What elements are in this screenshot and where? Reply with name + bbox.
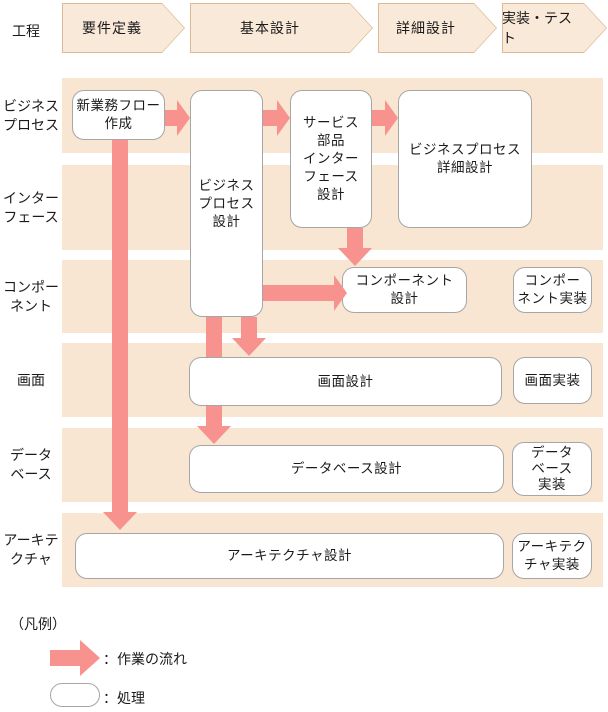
flow-arrow-service-to-bpdetail <box>372 100 398 136</box>
phase-arrow-implementation-test: 実装・テスト <box>502 3 607 53</box>
legend-process-box-icon <box>50 683 100 707</box>
flow-arrow-bpdesign-to-component <box>263 275 347 311</box>
chevron-shape-fill <box>191 4 372 52</box>
phase-arrow-requirements: 要件定義 <box>62 3 185 53</box>
row-label-interface: インター フェース <box>3 189 59 225</box>
legend-flow-arrow-icon <box>50 640 100 676</box>
box-database-design: データベース設計 <box>189 445 504 493</box>
box-service-parts-interface-design: サービス 部品 インター フェース 設計 <box>290 90 372 228</box>
phase-arrow-detail-design: 詳細設計 <box>378 3 497 53</box>
row-label-screen: 画面 <box>17 371 45 388</box>
legend-process-label: ：処理 <box>103 690 145 706</box>
box-new-business-flow: 新業務フロー 作成 <box>72 90 165 140</box>
row-label-component: コンポー ネント <box>3 278 59 314</box>
box-business-process-detail-design: ビジネスプロセス 詳細設計 <box>398 90 532 228</box>
row-label-architecture: アーキテ クチャ <box>3 532 59 567</box>
legend-title: （凡例） <box>10 616 66 632</box>
flow-arrow-newflow-to-architecture <box>103 140 137 530</box>
flow-arrow-bpdesign-to-service <box>263 100 290 136</box>
chevron-shape-fill <box>63 4 184 52</box>
box-screen-design: 画面設計 <box>189 357 502 406</box>
flow-arrow-bpdesign-to-screen <box>232 317 266 356</box>
box-database-implementation: データ ベース 実装 <box>512 442 592 496</box>
legend-flow-label: ：作業の流れ <box>103 651 187 667</box>
chevron-shape-fill <box>379 4 496 52</box>
box-architecture-implementation: アーキテク チャ実装 <box>512 533 592 579</box>
flow-arrow-bpdesign-to-database-upper-shaft <box>206 317 222 357</box>
box-architecture-design: アーキテクチャ設計 <box>75 533 504 579</box>
phase-label-basic-design: 基本設計 <box>240 20 300 36</box>
box-component-design: コンポーネント 設計 <box>342 267 467 313</box>
box-screen-implementation: 画面実装 <box>513 357 592 404</box>
flow-arrow-bpdesign-to-database <box>197 406 231 444</box>
phase-column-title: 工程 <box>12 23 40 39</box>
box-business-process-design: ビジネス プロセス 設計 <box>190 90 263 317</box>
flow-arrow-service-to-component <box>338 228 372 266</box>
flow-arrow-newflow-to-bpdesign <box>165 100 190 136</box>
row-label-database: データ ベース <box>10 447 52 482</box>
chevron-shape-fill <box>503 4 606 52</box>
phase-arrow-basic-design: 基本設計 <box>190 3 373 53</box>
phase-label-implementation-test: 実装・テスト <box>502 10 572 46</box>
phase-label-requirements: 要件定義 <box>82 20 142 36</box>
phase-label-detail-design: 詳細設計 <box>396 20 456 36</box>
box-component-implementation: コンポー ネント実装 <box>513 267 592 313</box>
row-label-business-process: ビジネス プロセス <box>3 97 59 133</box>
